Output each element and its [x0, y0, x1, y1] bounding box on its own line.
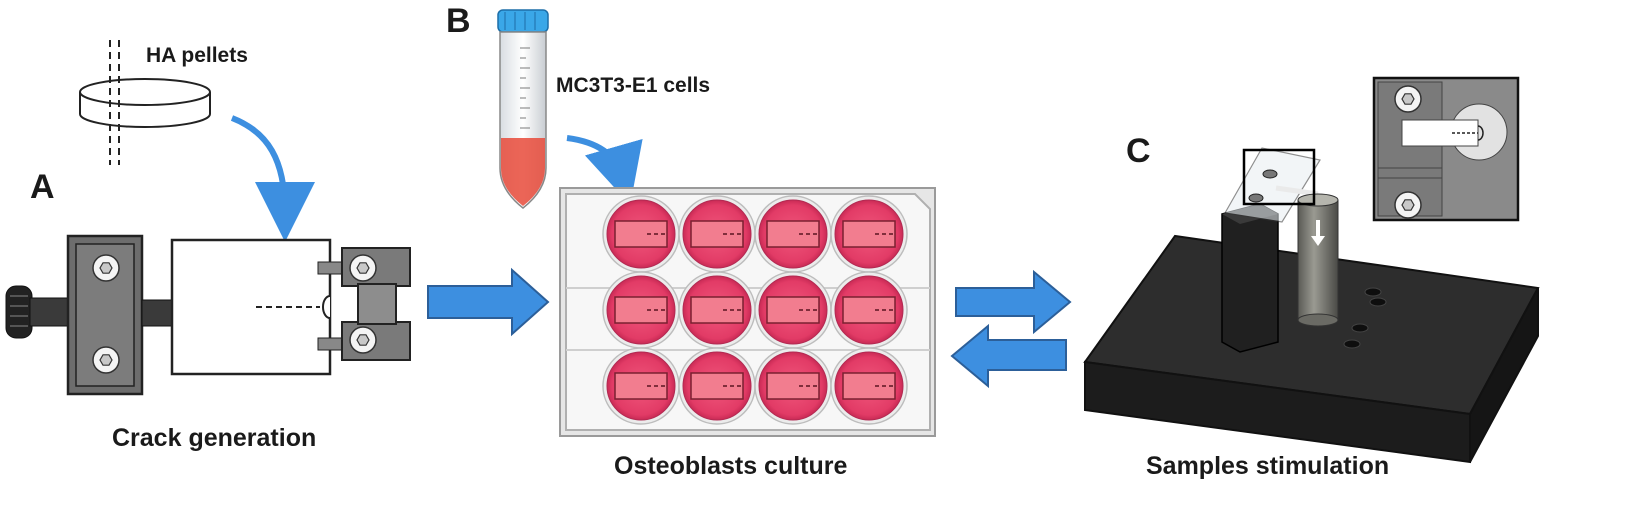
osteoblasts-culture-caption: Osteoblasts culture — [614, 452, 848, 480]
hex-screw-icon — [1394, 191, 1422, 219]
panel-a-letter: A — [30, 168, 55, 206]
well — [830, 347, 908, 425]
panel-b-letter: B — [446, 2, 471, 40]
well — [678, 347, 756, 425]
zoom-box — [1242, 148, 1316, 206]
samples-stimulation-caption: Samples stimulation — [1146, 452, 1390, 480]
well — [830, 195, 908, 273]
well-plate — [559, 187, 936, 437]
well — [602, 271, 680, 349]
sample-in-well — [842, 372, 896, 400]
ha-pellets-label: HA pellets — [146, 44, 248, 67]
hex-screw-icon — [349, 254, 377, 282]
crack-generation-caption: Crack generation — [112, 424, 317, 452]
sample-block — [170, 238, 332, 376]
hex-screw-icon — [349, 326, 377, 354]
panel-b — [497, 9, 936, 437]
inset-zoom — [1372, 76, 1520, 222]
blue-arrow-icon — [955, 269, 1072, 335]
blue-arrow-icon — [427, 267, 550, 337]
sample-in-well — [614, 220, 668, 248]
stimulation-cylinder — [1297, 193, 1339, 327]
sample-in-well — [614, 372, 668, 400]
well — [830, 271, 908, 349]
blue-arrow-icon — [950, 323, 1067, 389]
well — [602, 195, 680, 273]
hex-screw-icon — [92, 254, 120, 282]
sample-in-well — [614, 296, 668, 324]
well — [678, 271, 756, 349]
sample-in-well — [690, 372, 744, 400]
curved-arrow-icon — [230, 115, 315, 242]
right-clamps — [317, 247, 411, 361]
sample-in-well — [690, 220, 744, 248]
well — [678, 195, 756, 273]
hex-screw-icon — [1394, 85, 1422, 113]
well — [754, 195, 832, 273]
sample-in-well — [842, 296, 896, 324]
falcon-tube — [497, 9, 549, 209]
sample-in-well — [766, 372, 820, 400]
sample-in-well — [690, 296, 744, 324]
cells-label: MC3T3-E1 cells — [556, 74, 711, 97]
clamp-block — [66, 234, 144, 396]
well — [754, 347, 832, 425]
curved-arrow-icon — [566, 135, 643, 205]
sample-in-well — [766, 220, 820, 248]
panel-a — [5, 40, 411, 396]
sample-in-well — [766, 296, 820, 324]
panel-c-letter: C — [1126, 132, 1151, 170]
panel-c — [1083, 76, 1540, 464]
well — [602, 347, 680, 425]
wells-grid — [602, 195, 908, 425]
well — [754, 271, 832, 349]
hex-screw-icon — [92, 346, 120, 374]
knob — [5, 285, 69, 339]
rod — [141, 299, 173, 327]
ha-pellet — [79, 40, 211, 165]
sample-in-well — [842, 220, 896, 248]
